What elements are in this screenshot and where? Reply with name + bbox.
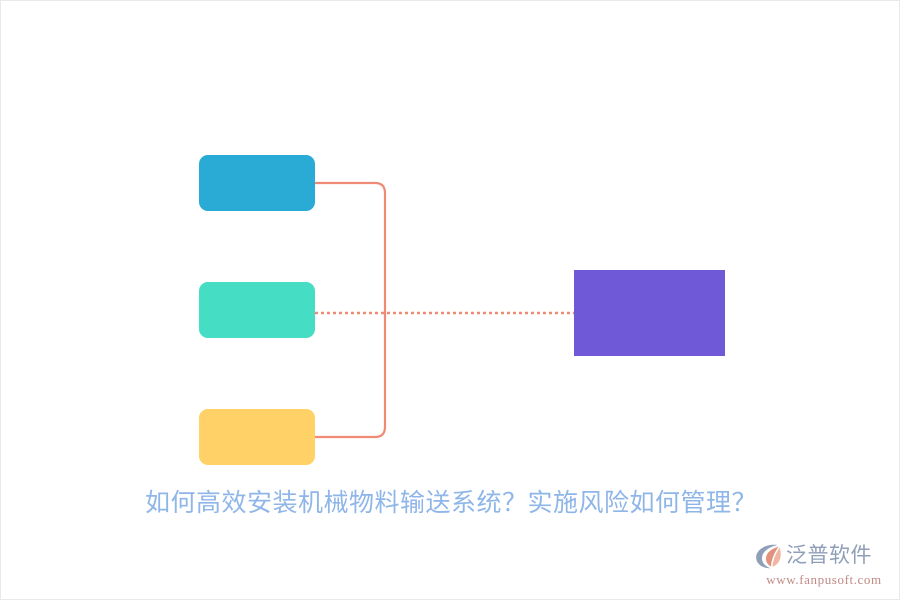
diagram-caption: 如何高效安装机械物料输送系统？实施风险如何管理？ xyxy=(144,489,757,517)
fanpu-logo-icon xyxy=(756,544,781,569)
diagram-node-blue[interactable] xyxy=(199,155,315,211)
watermark-brand-name: 泛普软件 xyxy=(786,544,872,567)
watermark-url: www.fanpusoft.com xyxy=(766,572,882,587)
connector-node3-to-node4 xyxy=(313,311,387,439)
diagram-node-yellow[interactable] xyxy=(199,409,315,465)
diagram-node-teal[interactable] xyxy=(199,282,315,338)
diagram-node-purple[interactable] xyxy=(574,270,725,356)
watermark: 泛普软件 www.fanpusoft.com xyxy=(753,541,895,589)
watermark-brand-row: 泛普软件 xyxy=(753,541,895,571)
connector-node1-to-node4 xyxy=(313,181,387,315)
